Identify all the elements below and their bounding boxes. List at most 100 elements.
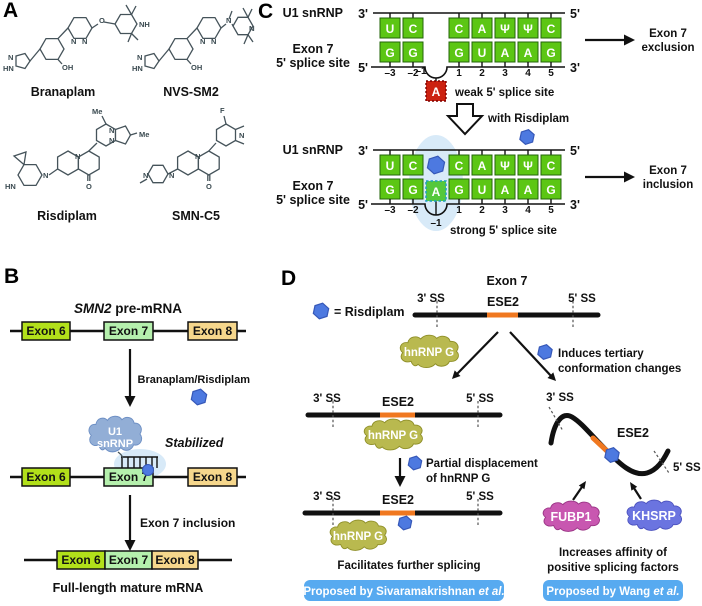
exon7-ss-label-line1: Exon 7 — [293, 42, 334, 56]
pos: 2 — [479, 68, 485, 79]
nt: A — [501, 46, 510, 60]
nt: U — [478, 183, 487, 197]
down-arrow-icon — [124, 396, 136, 407]
inclusion-outcome-line2: inclusion — [643, 179, 693, 191]
exon8-box — [187, 467, 238, 487]
pos: 2 — [479, 205, 485, 216]
u1-snrna-nucleotides: U C C A Ψ Ψ C — [379, 154, 562, 176]
pos: 5 — [548, 205, 554, 216]
stabilized-label: Stabilized — [165, 436, 224, 450]
three-prime-label: 3' — [358, 7, 368, 21]
facilitates-caption: Facilitates further splicing — [337, 560, 480, 572]
atom-label: N — [71, 37, 76, 46]
exon7-label: Exon 7 — [109, 470, 149, 484]
exon7-label: Exon 7 — [109, 324, 149, 338]
nt: Ψ — [523, 159, 533, 173]
ss3-label: 3' SS — [417, 293, 445, 305]
nvs-sm2-structure: N HN OH N N N NH NVS-SM2 — [132, 7, 255, 99]
smn-c5-structure: N N N O F N SMN-C5 — [139, 106, 244, 223]
hnrnpg-label: hnRNP G — [404, 347, 454, 359]
hnrnpg-displacement-branch: 3' SS ESE2 5' SS hnRNP G Partial displac… — [302, 393, 538, 601]
atom-label: N — [137, 53, 142, 62]
panel-a-label: A — [3, 0, 18, 22]
bulged-a: A — [432, 85, 441, 99]
exclusion-outcome-line2: exclusion — [641, 42, 694, 54]
weak-splice-site-caption: weak 5' splice site — [454, 87, 554, 99]
risdiplam-structure: HN N N O N N Me Me Risdiplam — [5, 107, 149, 223]
badge-text: Proposed by Sivaramakrishnan et al. — [303, 586, 504, 598]
up-arrow-icon — [630, 482, 638, 491]
risdiplam-hexagon-icon — [537, 343, 553, 361]
hnrnpg-cloud: hnRNP G — [399, 334, 459, 369]
legend-label: = Risdiplam — [334, 305, 405, 319]
exon7-ss-label-line1: Exon 7 — [293, 179, 334, 193]
pos: 3 — [502, 205, 508, 216]
nt: G — [385, 46, 394, 60]
branaplam-structure: N HN OH N N O NH Branaplam — [3, 4, 150, 99]
atom-label: F — [220, 106, 225, 115]
exon7-ss-label-line2: 5' splice site — [276, 193, 350, 207]
right-arrow-icon — [624, 171, 635, 183]
strong-splice-site-diagram: U1 snRNP 3' 5' U C C A Ψ Ψ C G G G U A A… — [276, 135, 693, 237]
atom-label: HN — [3, 64, 14, 73]
compound-name-smn-c5: SMN-C5 — [172, 209, 220, 223]
exon7-ss-label-line2: 5' splice site — [276, 56, 350, 70]
compound-name-risdiplam: Risdiplam — [37, 209, 97, 223]
nt: A — [524, 46, 533, 60]
exon8-box — [187, 321, 238, 341]
exon6-label: Exon 6 — [26, 324, 66, 338]
ss3-label: 3' SS — [313, 491, 341, 503]
top-row-ticks — [389, 13, 552, 18]
fubp1-cloud: FUBP1 — [542, 500, 600, 532]
atom-label: HN — [132, 64, 143, 73]
pre-mrna-row: Exon 6 Exon 7 Exon 8 — [10, 321, 246, 341]
pos: –1 — [430, 218, 442, 229]
nt: U — [478, 46, 487, 60]
u1-snrnp-label: U1 snRNP — [283, 6, 343, 20]
ss5-label: 5' SS — [568, 293, 596, 305]
ss5-label: 5' SS — [673, 462, 701, 474]
panel-b-smn2-pathway: B SMN2 pre-mRNA Exon 6 Exon 7 Exon 8 Bra… — [4, 265, 250, 595]
atom-label: Me — [139, 130, 149, 139]
ss3-label: 3' SS — [546, 392, 574, 404]
with-risdiplam-label: with Risdiplam — [487, 113, 569, 125]
u1-snrnp-label: U1 snRNP — [283, 143, 343, 157]
exon8-box — [151, 550, 199, 570]
risdiplam-hexagon-icon — [190, 388, 208, 406]
hnrnpg-label: hnRNP G — [368, 430, 418, 442]
down-arrow-icon — [124, 540, 136, 551]
ss5-label: 5' SS — [466, 393, 494, 405]
panel-c-splice-site-pairing: C U1 snRNP 3' 5' U C C A Ψ Ψ C G G G U A… — [258, 0, 695, 237]
nt: G — [454, 183, 463, 197]
panel-c-label: C — [258, 0, 273, 23]
atom-label: N — [226, 16, 231, 25]
inclusion-outcome-line1: Exon 7 — [649, 165, 687, 177]
increases-caption-line2: positive splicing factors — [547, 562, 679, 574]
atom-label: HN — [5, 182, 16, 191]
atom-label: N — [82, 37, 87, 46]
ese2-label: ESE2 — [382, 395, 414, 409]
partial-label-line1: Partial displacement — [426, 458, 538, 470]
five-prime-label: 5' — [358, 198, 368, 212]
atom-label: N — [8, 53, 13, 62]
nt: Ψ — [500, 159, 510, 173]
nt: A — [501, 183, 510, 197]
right-arrow-icon — [624, 34, 635, 46]
badge-sivaramakrishnan: Proposed by Sivaramakrishnan et al. — [303, 580, 505, 601]
nt: Ψ — [500, 22, 510, 36]
atom-label: N — [169, 171, 174, 180]
khsrp-cloud: KHSRP — [626, 499, 683, 531]
compound-name-branaplam: Branaplam — [31, 85, 96, 99]
nt: Ψ — [523, 22, 533, 36]
nt: G — [546, 183, 555, 197]
atom-label: Me — [92, 107, 102, 116]
exon6-label: Exon 6 — [61, 553, 101, 567]
panel-d-label: D — [281, 267, 296, 290]
nt: A — [524, 183, 533, 197]
pos: –3 — [384, 68, 396, 79]
pos: 3 — [502, 68, 508, 79]
exon7-box — [103, 321, 154, 341]
exon6-label: Exon 6 — [26, 470, 66, 484]
nt: C — [409, 159, 418, 173]
risdiplam-hexagon-icon — [426, 155, 446, 175]
